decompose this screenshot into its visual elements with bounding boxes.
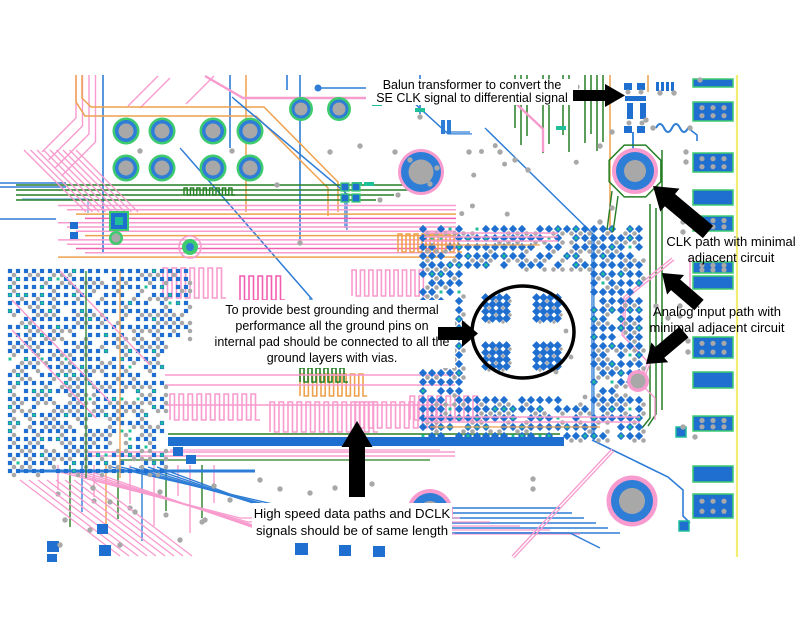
annotation-analog-input-path: Analog input path with minimal adjacent …	[631, 304, 803, 336]
bga-center-via-clusters	[470, 284, 588, 400]
annotation-text-line: Analog input path with	[653, 304, 781, 319]
annotation-text-line: internal pad should be connected to all …	[214, 335, 450, 349]
annotation-text-line: minimal adjacent circuit	[649, 320, 785, 335]
annotation-high-speed-paths: High speed data paths and DCLK signals s…	[252, 503, 452, 541]
annotation-text-line: adjacent circuit	[687, 250, 775, 265]
annotation-clk-path: CLK path with minimal adjacent circuit	[649, 234, 809, 266]
via-dots-layer	[57, 77, 703, 548]
annotation-text-line: CLK path with minimal	[666, 234, 796, 249]
annotation-text-line: High speed data paths and DCLK	[253, 506, 451, 521]
annotation-text-line: ground layers with vias.	[266, 351, 398, 365]
ground-vias-circle-highlight	[470, 284, 576, 380]
left-via-array	[7, 268, 193, 478]
annotation-ground-vias: To provide best grounding and thermal pe…	[209, 300, 455, 368]
right-edge-component-pads	[675, 78, 734, 532]
annotation-text-line: SE CLK signal to differential signal	[376, 91, 568, 105]
annotation-balun-transformer: Balun transformer to convert the SE CLK …	[366, 79, 578, 105]
annotation-text-line: To provide best grounding and thermal	[225, 303, 439, 317]
annotation-text-line: Balun transformer to convert the	[382, 78, 562, 92]
balun-transformer-footprint	[624, 82, 698, 141]
annotation-text-line: performance all the ground pins on	[235, 319, 429, 333]
annotation-text-line: signals should be of same length	[255, 523, 449, 538]
